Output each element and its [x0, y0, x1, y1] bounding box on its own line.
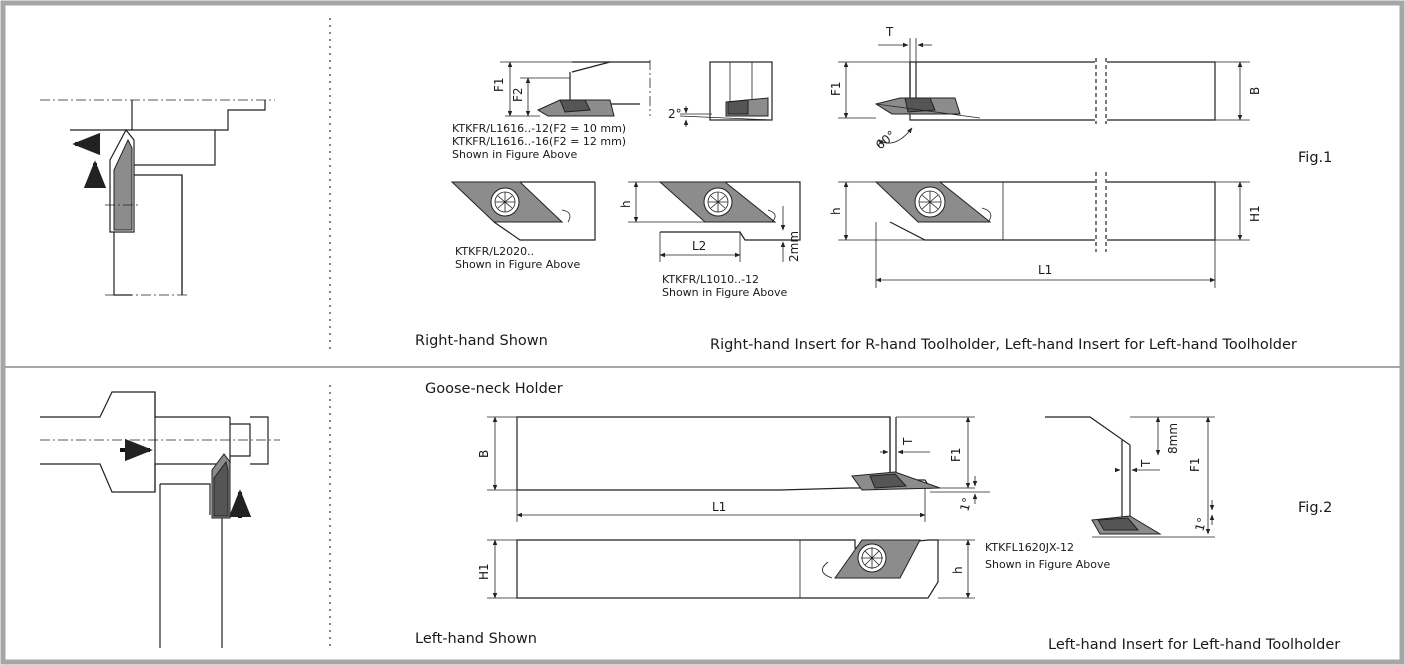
dim-T-detail: T	[1139, 459, 1153, 468]
dim-h-fig2: h	[951, 566, 965, 574]
fig2-caption-right: Left-hand Insert for Left-hand Toolholde…	[1048, 637, 1340, 653]
dim-h-main: h	[829, 207, 843, 215]
note-2020-line1: KTKFR/L2020..	[455, 245, 534, 258]
dim-angle-60: 60°	[873, 128, 898, 152]
note-1010-line1: KTKFR/L1010..-12	[662, 273, 759, 286]
note-1616-line2: KTKFR/L1616..-16(F2 = 12 mm)	[452, 135, 626, 148]
dim-8mm: 8mm	[1166, 423, 1180, 454]
dim-angle-1-b: 1°	[1192, 516, 1209, 533]
dim-F1-detail: F1	[1188, 457, 1202, 472]
dim-T-fig2: T	[901, 437, 915, 446]
dim-angle-1-a: 1°	[957, 496, 974, 513]
dim-F1-a: F1	[492, 77, 506, 92]
fig1-holder-1616-top: F1 F2 KTKFR/L1616..-12(F2 = 10 mm) KTKFR…	[452, 60, 651, 161]
fig1-top-view: T F1 60° B	[829, 25, 1262, 152]
dim-L2: L2	[692, 239, 706, 253]
fig1-label: Fig.1	[1298, 150, 1332, 166]
dim-B-top: B	[1248, 87, 1262, 95]
dim-2mm: 2mm	[787, 231, 801, 262]
dim-h-1010: h	[619, 200, 633, 208]
fig2-note-line1: KTKFL1620JX-12	[985, 541, 1074, 554]
fig1-caption-right: Right-hand Insert for R-hand Toolholder,…	[710, 337, 1297, 353]
dim-T-top: T	[885, 25, 894, 39]
fig1-main-side-view: h H1 L1	[829, 172, 1262, 288]
fig2-caption-left: Left-hand Shown	[415, 631, 537, 647]
fig1-holder-1010-side: h L2 2mm KTKFR/L1010..-12 Shown in Figur…	[619, 181, 801, 299]
dim-L1-fig2: L1	[712, 500, 726, 514]
fig2-label: Fig.2	[1298, 500, 1332, 516]
dim-B-fig2: B	[477, 450, 491, 458]
dim-angle-2: 2°	[668, 107, 682, 121]
dim-H1-main: H1	[1248, 205, 1262, 222]
fig2-detail-view: T 8mm F1 1°	[1045, 416, 1215, 538]
note-1616-line1: KTKFR/L1616..-12(F2 = 10 mm)	[452, 122, 626, 135]
dim-L1-main: L1	[1038, 263, 1052, 277]
fig2-note-line2: Shown in Figure Above	[985, 558, 1111, 571]
dim-F2: F2	[511, 87, 525, 102]
fig1-operation-sketch	[40, 99, 275, 296]
dim-F1-b: F1	[829, 81, 843, 96]
fig1-caption-left: Right-hand Shown	[415, 333, 548, 349]
fig2-top-view: B T F1 1° L1	[477, 416, 990, 522]
dim-F1-fig2: F1	[949, 447, 963, 462]
note-1010-line2: Shown in Figure Above	[662, 286, 788, 299]
fig2-title: Goose-neck Holder	[425, 381, 563, 397]
note-1616-line3: Shown in Figure Above	[452, 148, 578, 161]
note-2020-line2: Shown in Figure Above	[455, 258, 581, 271]
dim-H1-fig2: H1	[477, 563, 491, 580]
fig2-side-view: H1 h KTKFL1620JX-12 Shown in Figure Abov…	[477, 539, 1111, 599]
fig1-end-view: 2°	[668, 61, 773, 127]
fig2-operation-sketch	[40, 391, 280, 648]
fig1-holder-2020-side: KTKFR/L2020.. Shown in Figure Above	[450, 181, 596, 271]
